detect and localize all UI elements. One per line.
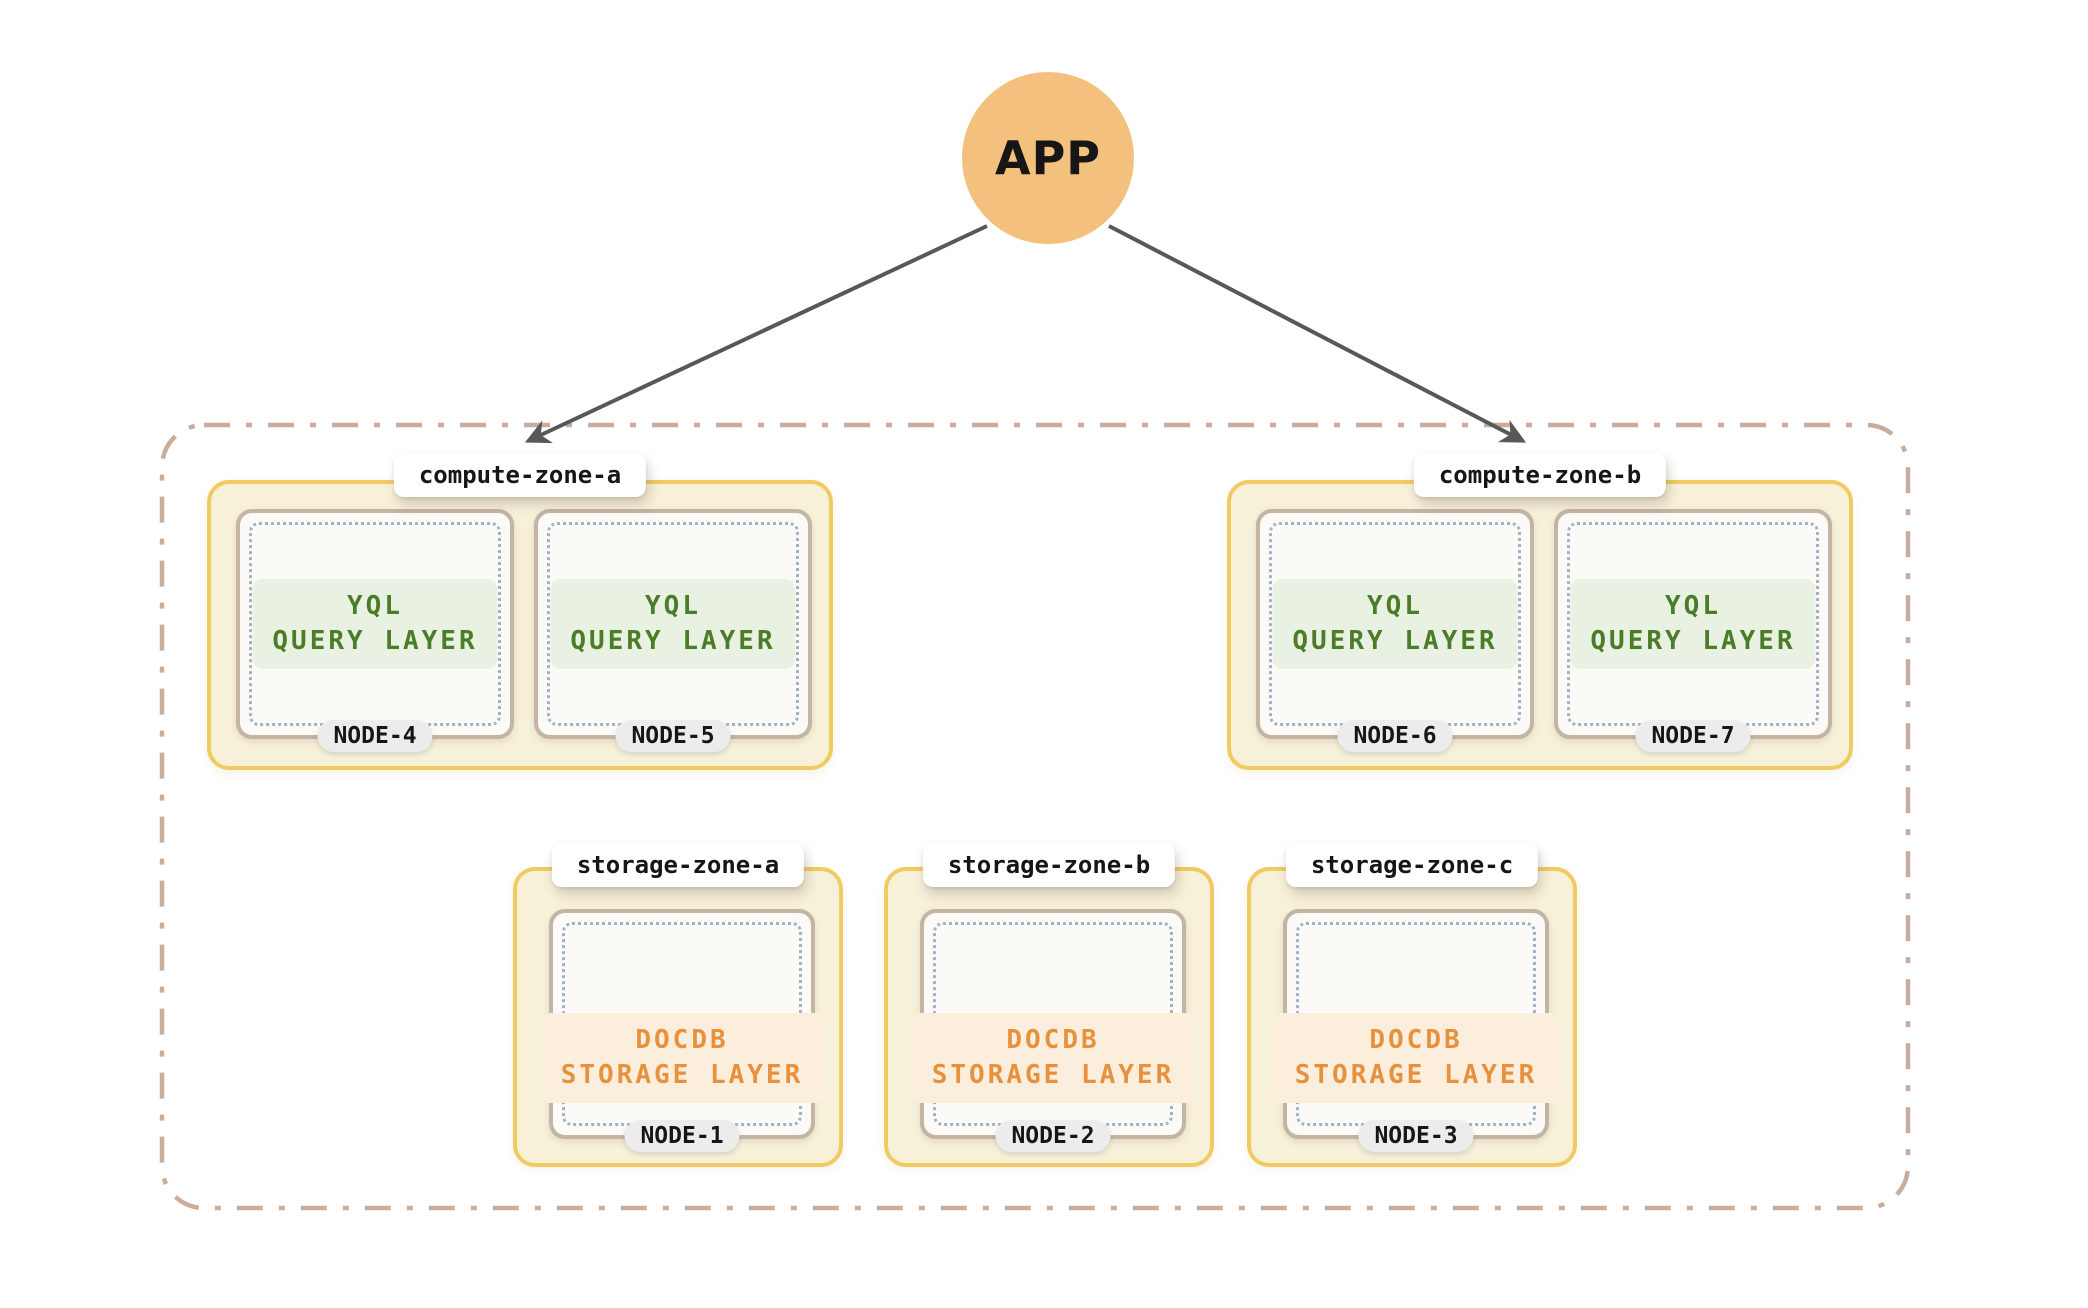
- layer-line2: STORAGE LAYER: [560, 1059, 804, 1090]
- storage-zone-a: storage-zone-a DOCDB STORAGE LAYER NODE-…: [513, 843, 843, 1167]
- node-3: DOCDB STORAGE LAYER NODE-3: [1274, 909, 1558, 1152]
- docdb-storage-layer-label: DOCDB STORAGE LAYER: [540, 1012, 824, 1103]
- zone-label-chip: compute-zone-b: [1413, 453, 1667, 497]
- node-id-badge: NODE-6: [1337, 720, 1453, 752]
- arrow-app-to-compute-zone-a: [524, 224, 988, 444]
- storage-zone-c: storage-zone-c DOCDB STORAGE LAYER NODE-…: [1247, 843, 1577, 1167]
- node-5: YQL QUERY LAYER NODE-5: [534, 509, 812, 752]
- layer-line1: YQL: [645, 590, 701, 621]
- zone-label-chip: storage-zone-b: [922, 843, 1176, 887]
- node-1: DOCDB STORAGE LAYER NODE-1: [540, 909, 824, 1152]
- zone-label-chip: storage-zone-a: [551, 843, 805, 887]
- yql-query-layer-label: YQL QUERY LAYER: [252, 578, 498, 670]
- node-6: YQL QUERY LAYER NODE-6: [1256, 509, 1534, 752]
- layer-line1: DOCDB: [635, 1024, 729, 1055]
- node-7: YQL QUERY LAYER NODE-7: [1554, 509, 1832, 752]
- zone-label-chip: compute-zone-a: [393, 453, 647, 497]
- node-id-badge: NODE-4: [317, 720, 433, 752]
- layer-line2: QUERY LAYER: [1590, 626, 1796, 656]
- layer-line1: YQL: [1665, 590, 1721, 621]
- layer-line2: STORAGE LAYER: [931, 1059, 1175, 1090]
- layer-line1: DOCDB: [1006, 1024, 1100, 1055]
- docdb-storage-layer-label: DOCDB STORAGE LAYER: [911, 1012, 1195, 1103]
- layer-line2: STORAGE LAYER: [1294, 1059, 1538, 1090]
- arrow-app-to-compute-zone-b: [1108, 224, 1527, 443]
- layer-line2: QUERY LAYER: [272, 626, 478, 656]
- layer-line1: YQL: [1367, 590, 1423, 621]
- yql-query-layer-label: YQL QUERY LAYER: [1272, 578, 1518, 670]
- storage-zone-b: storage-zone-b DOCDB STORAGE LAYER NODE-…: [884, 843, 1214, 1167]
- layer-line2: QUERY LAYER: [1292, 626, 1498, 656]
- yql-query-layer-label: YQL QUERY LAYER: [1570, 578, 1816, 670]
- app-node: APP: [962, 72, 1134, 244]
- docdb-storage-layer-label: DOCDB STORAGE LAYER: [1274, 1012, 1558, 1103]
- node-4: YQL QUERY LAYER NODE-4: [236, 509, 514, 752]
- layer-line1: DOCDB: [1369, 1024, 1463, 1055]
- yql-query-layer-label: YQL QUERY LAYER: [550, 578, 796, 670]
- zone-label-chip: storage-zone-c: [1285, 843, 1539, 887]
- compute-zone-a: compute-zone-a YQL QUERY LAYER NODE-4 YQ…: [207, 453, 833, 770]
- compute-zone-b: compute-zone-b YQL QUERY LAYER NODE-6 YQ…: [1227, 453, 1853, 770]
- node-2: DOCDB STORAGE LAYER NODE-2: [911, 909, 1195, 1152]
- layer-line2: QUERY LAYER: [570, 626, 776, 656]
- node-id-badge: NODE-3: [1358, 1120, 1474, 1152]
- node-id-badge: NODE-5: [615, 720, 731, 752]
- node-id-badge: NODE-2: [995, 1120, 1111, 1152]
- node-id-badge: NODE-7: [1635, 720, 1751, 752]
- layer-line1: YQL: [347, 590, 403, 621]
- node-id-badge: NODE-1: [624, 1120, 740, 1152]
- app-label: APP: [994, 131, 1102, 185]
